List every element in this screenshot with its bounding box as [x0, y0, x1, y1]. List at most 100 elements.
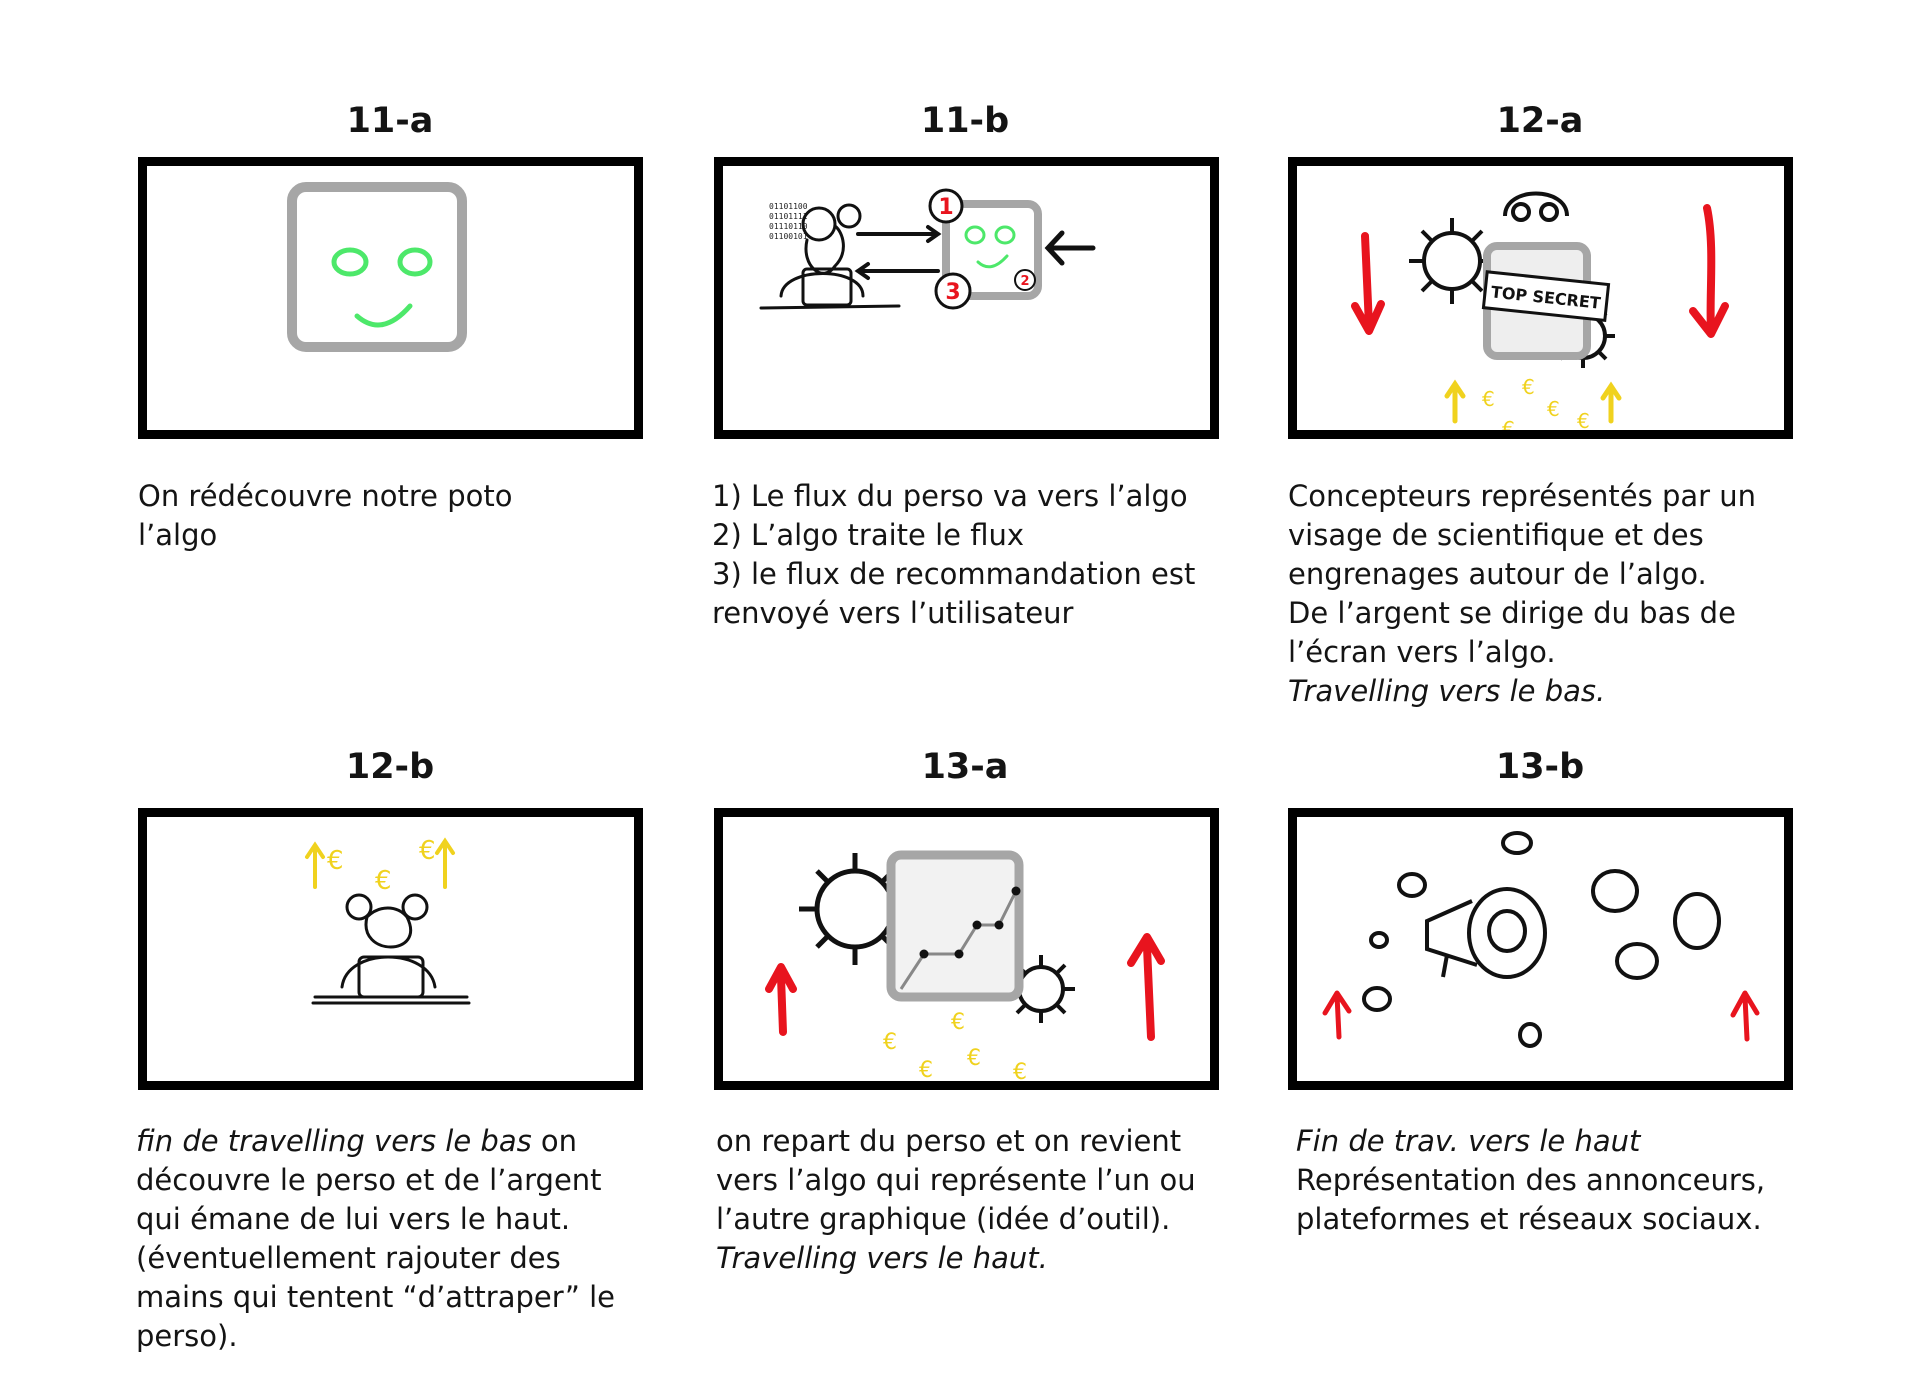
red-arrow-up-left: [1322, 990, 1352, 1040]
caption-line: engrenages autour de l’algo.: [1288, 557, 1707, 591]
panel-caption-12a: Concepteurs représentés par un visage de…: [1288, 477, 1788, 711]
panel-frame-13b: [1288, 808, 1793, 1090]
red-arrow-down-right: [1689, 204, 1729, 338]
panel-title-12b: 12-b: [345, 747, 435, 787]
person-money-illustration: € € €: [305, 836, 471, 1005]
binary-code: 01101100 01101111 01110110 01100101: [769, 202, 808, 241]
svg-text:€: €: [419, 836, 436, 866]
scientist-face: [1503, 191, 1569, 222]
algo-eye-left: [964, 225, 986, 245]
algo-box: [942, 200, 1042, 300]
panel-title-12a: 12-a: [1496, 101, 1584, 141]
gear-icon: [1409, 218, 1495, 304]
caption-line: perso).: [136, 1319, 238, 1353]
algo-smile: [976, 254, 1009, 269]
caption-line: découvre le perso et de l’argent: [136, 1163, 602, 1197]
svg-text:€: €: [1013, 1060, 1027, 1081]
svg-text:€: €: [375, 866, 392, 896]
panel-caption-13a: on repart du perso et on revient vers l’…: [716, 1122, 1216, 1278]
svg-text:3: 3: [945, 280, 960, 305]
binary-line: 01101111: [769, 212, 808, 221]
caption-line: De l’argent se dirige du bas de: [1288, 596, 1736, 630]
panel-frame-11b: 01101100 01101111 01110110 01100101 1 2: [714, 157, 1219, 439]
binary-line: 01100101: [769, 232, 808, 241]
red-arrow-up-right: [1127, 933, 1165, 1041]
arrow-to-user: [854, 262, 940, 280]
algo-graph-illustration: € € € € €: [765, 850, 1165, 1081]
panel-title-13a: 13-a: [921, 747, 1009, 787]
panel-caption-13b: Fin de trav. vers le haut Représentation…: [1296, 1122, 1796, 1239]
caption-line: 2) L’algo traite le flux: [712, 518, 1025, 552]
panel-frame-12a: TOP SECRET € € € € €: [1288, 157, 1793, 439]
caption-line: 3) le flux de recommandation est: [712, 557, 1196, 591]
svg-text:€: €: [919, 1058, 933, 1081]
red-arrow-up-left: [765, 963, 797, 1036]
algo-robot-illustration: [287, 182, 467, 352]
binary-line: 01101100: [769, 202, 808, 211]
step-badge-2: 2: [1014, 269, 1036, 291]
flux-diagram-illustration: 01101100 01101111 01110110 01100101 1 2: [759, 188, 1096, 310]
svg-text:€: €: [1547, 397, 1560, 421]
step-badge-3: 3: [934, 272, 972, 310]
svg-text:€: €: [883, 1030, 897, 1055]
svg-text:€: €: [967, 1046, 981, 1071]
caption-line: l’écran vers l’algo.: [1288, 635, 1556, 669]
designers-illustration: TOP SECRET € € € € €: [1351, 191, 1729, 430]
megaphone-icon: [1425, 887, 1547, 979]
svg-text:€: €: [1502, 417, 1515, 430]
caption-line: visage de scientifique et des: [1288, 518, 1704, 552]
panel-title-11a: 11-a: [346, 101, 434, 141]
social-network-bubbles: [1362, 831, 1721, 1048]
panel-frame-12b: € € €: [138, 808, 643, 1090]
algo-eye-left: [331, 247, 369, 277]
panel-frame-13a: € € € € €: [714, 808, 1219, 1090]
graph-points: [919, 886, 1021, 959]
advertisers-illustration: [1322, 831, 1760, 1048]
yellow-arrow-up: [435, 837, 455, 889]
euro-coins: € € €: [327, 836, 436, 896]
caption-line: on repart du perso et on revient: [716, 1124, 1182, 1158]
caption-line: l’algo: [138, 518, 218, 552]
yellow-arrow-up: [305, 841, 325, 889]
step-badge-1: 1: [928, 188, 964, 224]
binary-line: 01110110: [769, 222, 808, 231]
algo-eye-right: [994, 225, 1016, 245]
caption-line: Représentation des annonceurs,: [1296, 1163, 1766, 1197]
caption-line: (éventuellement rajouter des: [136, 1241, 561, 1275]
caption-line: vers l’algo qui représente l’un ou: [716, 1163, 1196, 1197]
caption-line: On rédécouvre notre poto: [138, 479, 513, 513]
red-arrow-up-right: [1730, 990, 1760, 1042]
person-at-laptop: [311, 893, 471, 1005]
red-arrow-down-left: [1351, 232, 1385, 335]
yellow-arrow-up: [1600, 381, 1622, 424]
panel-caption-11b: 1) Le flux du perso va vers l’algo 2) L’…: [712, 477, 1212, 633]
panel-caption-11a: On rédécouvre notre poto l’algo: [138, 477, 638, 555]
svg-text:1: 1: [938, 195, 953, 220]
caption-line: Concepteurs représentés par un: [1288, 479, 1757, 513]
caption-line: Fin de trav. vers le haut: [1296, 1124, 1641, 1158]
caption-line: renvoyé vers l’utilisateur: [712, 596, 1074, 630]
caption-line: plateformes et réseaux sociaux.: [1296, 1202, 1762, 1236]
caption-line: mains qui tentent “d’attraper” le: [136, 1280, 616, 1314]
graph-line: [899, 890, 1018, 990]
euro-coins: € € € € €: [1482, 375, 1590, 430]
caption-line: Travelling vers le bas.: [1288, 674, 1606, 708]
svg-text:2: 2: [1020, 274, 1029, 289]
panel-frame-11a: [138, 157, 643, 439]
algo-eye-right: [397, 247, 433, 277]
caption-line: 1) Le flux du perso va vers l’algo: [712, 479, 1188, 513]
panel-title-11b: 11-b: [920, 101, 1010, 141]
svg-text:€: €: [1482, 387, 1495, 411]
panel-title-13b: 13-b: [1495, 747, 1585, 787]
arrow-incoming-algo: [1044, 230, 1096, 266]
caption-line: Travelling vers le haut.: [716, 1241, 1048, 1275]
top-secret-stamp: TOP SECRET: [1481, 270, 1611, 323]
caption-line: fin de travelling vers le bas on: [136, 1124, 578, 1158]
caption-line: l’autre graphique (idée d’outil).: [716, 1202, 1171, 1236]
svg-text:€: €: [327, 846, 344, 876]
euro-coins: € € € € €: [883, 1010, 1027, 1081]
person-at-laptop: [759, 203, 901, 310]
yellow-arrow-up: [1444, 379, 1466, 424]
svg-text:€: €: [1577, 409, 1590, 430]
caption-line: qui émane de lui vers le haut.: [136, 1202, 571, 1236]
